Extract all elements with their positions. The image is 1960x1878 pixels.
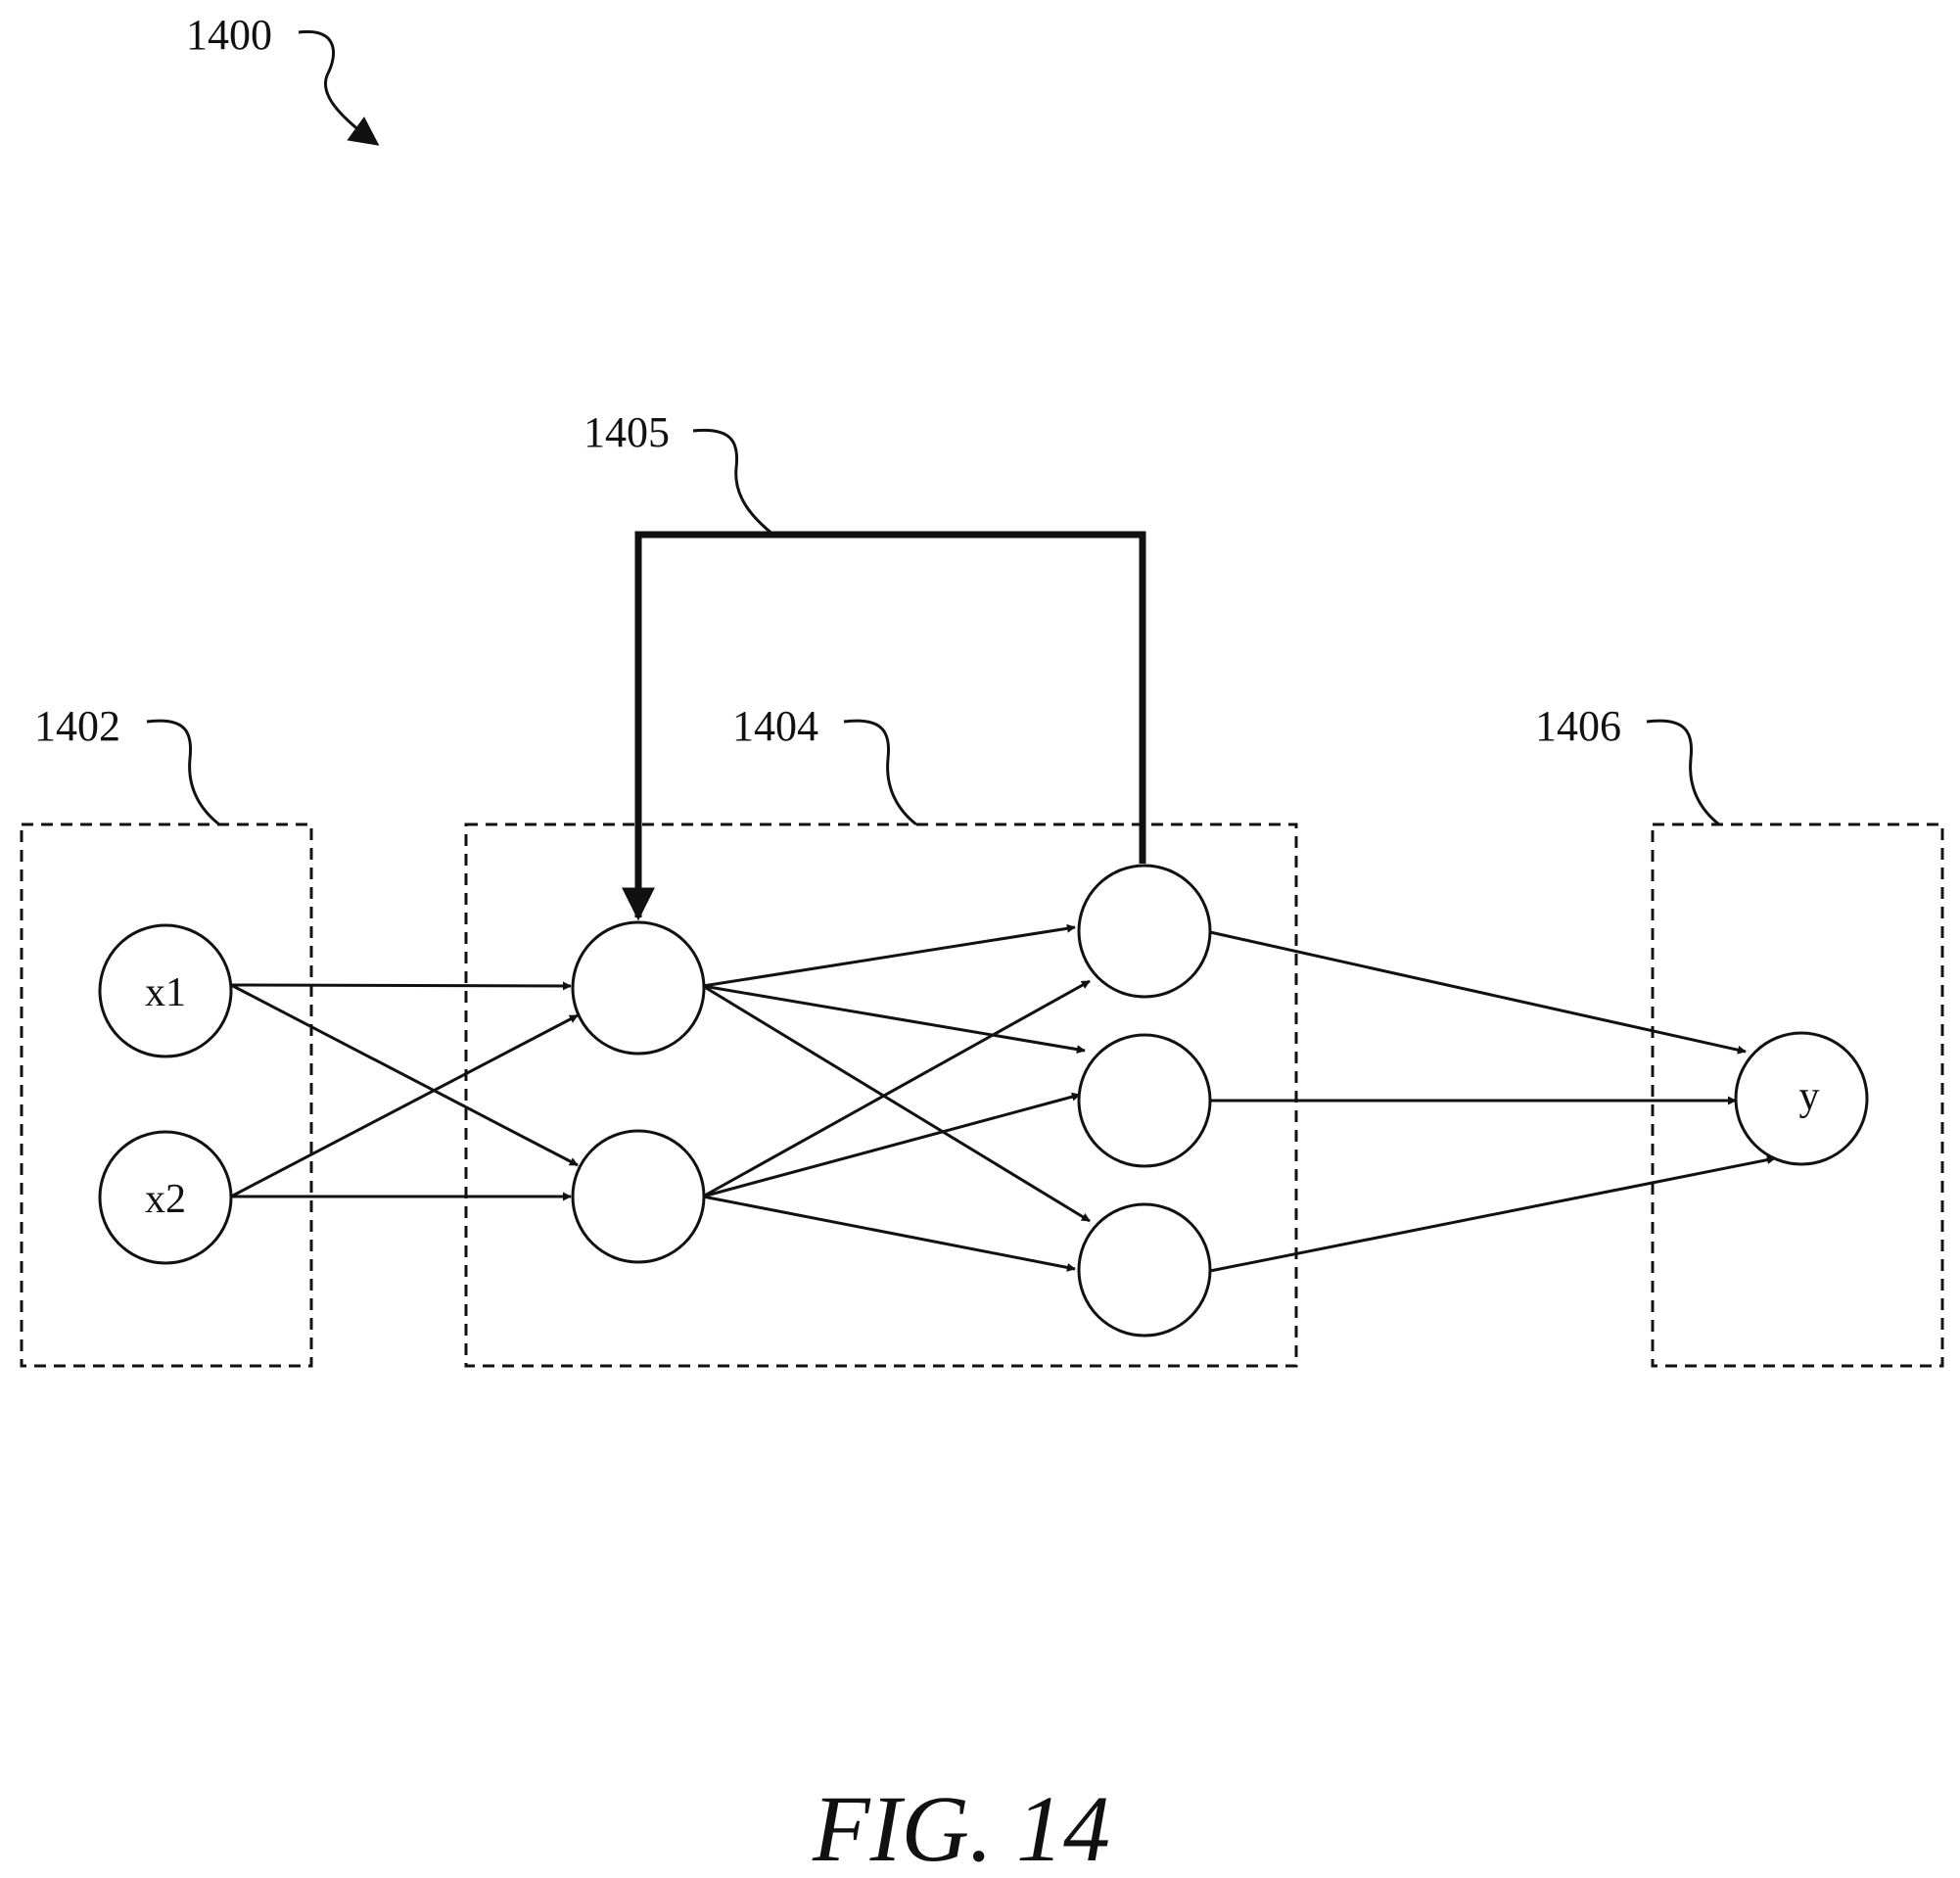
hidden-layer-leader-line <box>844 721 916 824</box>
hidden-node-3 <box>1079 866 1210 997</box>
input-node-x1: x1 <box>100 925 231 1056</box>
figure-pointer-arrow <box>299 31 377 144</box>
input-node-x1-label: x1 <box>145 970 186 1015</box>
input-node-x2: x2 <box>100 1132 231 1263</box>
edge-h3-to-y <box>1210 932 1746 1052</box>
feedback-reference-label: 1405 <box>583 408 670 456</box>
edge-x1-to-h1 <box>231 985 571 986</box>
input-layer-reference-label: 1402 <box>34 702 120 750</box>
edge-x1-to-h2 <box>231 985 578 1165</box>
input-layer-box <box>22 824 311 1366</box>
hidden-node-4 <box>1079 1035 1210 1166</box>
edge-h2-to-h5 <box>703 1197 1075 1269</box>
hidden-node-1 <box>573 922 704 1054</box>
edge-h1-to-h5 <box>703 986 1090 1221</box>
output-layer-reference-label: 1406 <box>1535 702 1621 750</box>
edge-h1-to-h4 <box>703 986 1085 1051</box>
output-node-y-label: y <box>1799 1074 1820 1119</box>
figure-caption: FIG. 14 <box>812 1776 1110 1878</box>
output-node-y: y <box>1736 1033 1867 1164</box>
input-layer-leader-line <box>147 721 219 824</box>
edge-x2-to-h1 <box>231 1015 578 1197</box>
edge-h2-to-h3 <box>703 981 1090 1197</box>
feedback-leader-line <box>693 430 773 535</box>
input-node-x2-label: x2 <box>145 1177 186 1222</box>
hidden-layer-reference-label: 1404 <box>732 702 818 750</box>
hidden-node-2 <box>573 1131 704 1262</box>
feedback-connection <box>638 535 1143 917</box>
output-layer-leader-line <box>1647 721 1719 824</box>
figure-reference-label: 1400 <box>186 11 272 59</box>
hidden-node-5 <box>1079 1204 1210 1336</box>
edge-h1-to-h3 <box>703 927 1075 986</box>
